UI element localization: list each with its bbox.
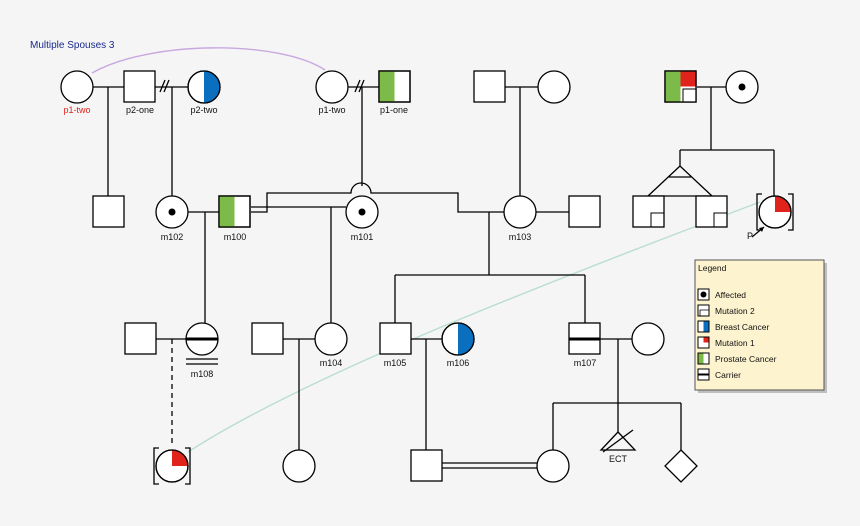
p2-two-label: p2-two (190, 105, 217, 115)
m107-child-female[interactable] (536, 449, 570, 483)
m101-label: m101 (351, 232, 374, 242)
p1-two-duplicate-label: p1-two (318, 105, 345, 115)
generation-3-lines (156, 338, 682, 469)
mutation-1-icon (697, 336, 710, 349)
proband-female-adopted[interactable] (751, 193, 794, 238)
diagram-title: Multiple Spouses 3 (30, 40, 115, 51)
proband-label: P (747, 231, 753, 241)
child-of-p2-one-male[interactable] (92, 195, 125, 228)
legend-item-carrier: Carrier (715, 370, 741, 380)
p1-two-label: p1-two (63, 105, 90, 115)
breast-cancer-icon (697, 320, 710, 333)
m103-spouse-male[interactable] (568, 195, 601, 228)
m107-male-carrier[interactable] (568, 322, 601, 355)
m105-male[interactable] (379, 322, 412, 355)
m107-spouse-female[interactable] (631, 322, 665, 356)
legend-panel: Legend Affected Mutation 2 Breast Cancer… (694, 259, 827, 393)
prostate-cancer-icon (697, 352, 710, 365)
grandfather-male[interactable] (473, 70, 506, 103)
generation-2-lines (188, 149, 775, 339)
unknown-sex-diamond[interactable] (664, 449, 698, 483)
grandmother-female[interactable] (537, 70, 571, 104)
legend-title: Legend (698, 263, 727, 273)
duplicate-link-arc (91, 47, 326, 74)
m105-label: m105 (384, 358, 407, 368)
p2-two-female[interactable] (187, 70, 221, 104)
m106-female[interactable] (441, 322, 475, 356)
p2-one-label: p2-one (126, 105, 154, 115)
legend-item-breast-cancer: Breast Cancer (715, 322, 769, 332)
p1-one-male[interactable] (378, 70, 411, 103)
m103-label: m103 (509, 232, 532, 242)
p1-two-female-duplicate[interactable] (315, 70, 349, 104)
m106-label: m106 (447, 358, 470, 368)
gen4-affected-female-adopted[interactable] (153, 447, 191, 485)
p1-one-label: p1-one (380, 105, 408, 115)
twin-male-1[interactable] (632, 195, 665, 228)
far-right-father-male[interactable] (664, 70, 697, 103)
p1-two-female[interactable] (60, 70, 94, 104)
legend-item-affected: Affected (715, 290, 746, 300)
m104-spouse-male[interactable] (251, 322, 284, 355)
legend-item-mutation-2: Mutation 2 (715, 306, 755, 316)
m101-female[interactable] (345, 195, 379, 229)
m100-male[interactable] (218, 195, 251, 228)
m105-child-male[interactable] (410, 449, 443, 482)
far-right-mother-female[interactable] (725, 70, 759, 104)
proband-link-arc (187, 201, 761, 453)
twin-male-2[interactable] (695, 195, 728, 228)
legend-item-prostate-cancer: Prostate Cancer (715, 354, 777, 364)
generation-1-lines (93, 79, 727, 196)
mutation-2-icon (697, 304, 710, 317)
m107-label: m107 (574, 358, 597, 368)
m108-spouse-male[interactable] (124, 322, 157, 355)
m100-label: m100 (224, 232, 247, 242)
m102-label: m102 (161, 232, 184, 242)
p2-one-male[interactable] (123, 70, 156, 103)
m104-child-female[interactable] (282, 449, 316, 483)
ect-pregnancy-triangle[interactable] (599, 429, 637, 453)
m108-label: m108 (191, 369, 214, 379)
legend-item-mutation-1: Mutation 1 (715, 338, 755, 348)
m103-female[interactable] (503, 195, 537, 229)
m102-female[interactable] (155, 195, 189, 229)
m108-female-carrier[interactable] (185, 322, 219, 356)
m104-female[interactable] (314, 322, 348, 356)
carrier-icon (697, 368, 710, 381)
ect-label: ECT (609, 454, 628, 464)
m104-label: m104 (320, 358, 343, 368)
